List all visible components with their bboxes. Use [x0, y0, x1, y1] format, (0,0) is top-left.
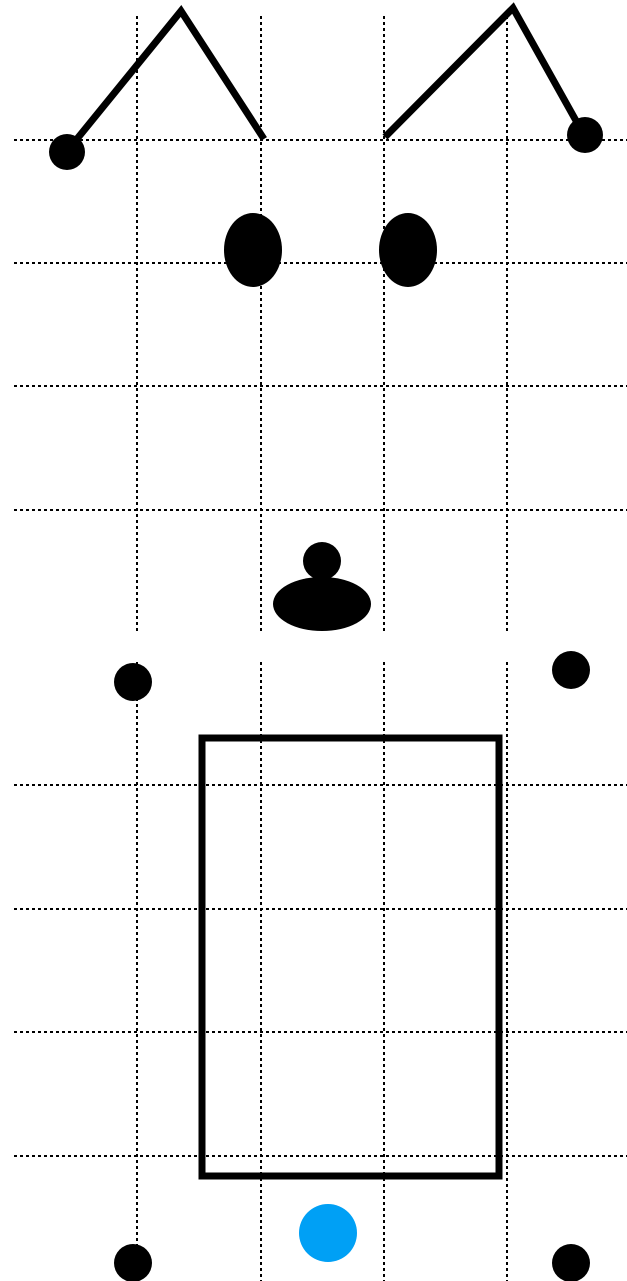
body-rectangle [202, 738, 499, 1176]
right-eye [379, 213, 437, 287]
left-ear-outline [68, 11, 264, 150]
nose-base-ellipse [273, 577, 371, 631]
lower-grid [14, 662, 627, 1281]
blue-dot [299, 1204, 357, 1262]
left-ear-dot [49, 134, 85, 170]
right-ear-outline [385, 8, 584, 137]
nose-top-dot [303, 542, 341, 580]
left-eye [224, 213, 282, 287]
lower-right-dot [552, 1244, 590, 1281]
lower-left-dot [114, 1244, 152, 1281]
upper-left-dot [114, 663, 152, 701]
upper-right-dot [552, 651, 590, 689]
right-ear-dot [567, 117, 603, 153]
